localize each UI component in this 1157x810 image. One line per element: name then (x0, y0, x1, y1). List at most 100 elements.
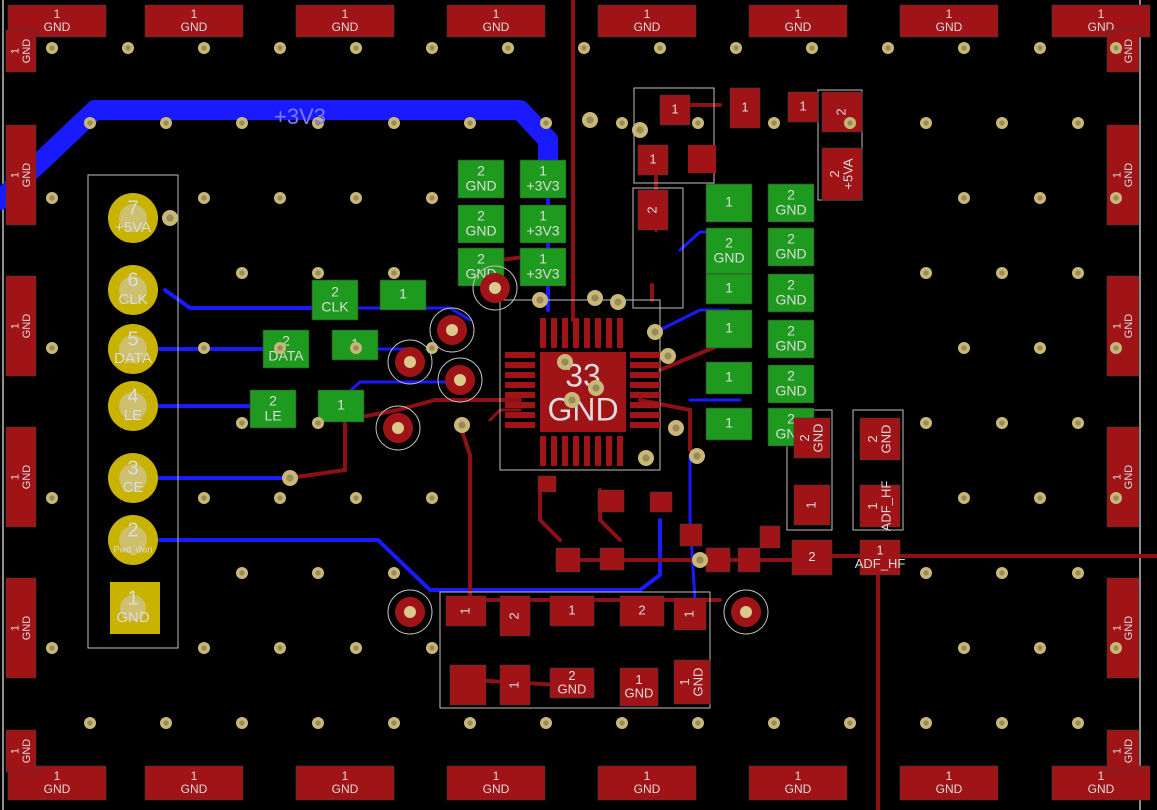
via-hole (1037, 195, 1043, 201)
via-6 (426, 42, 438, 54)
back-pad-11-net: LE (264, 407, 281, 423)
edge-pad-right-4-net: GND (1123, 616, 1135, 641)
edge-pad-bottom-5-net: GND (634, 782, 661, 796)
connector-hole (119, 276, 147, 304)
back-pad-19-pin: 1 (725, 320, 733, 336)
thermal-via-7 (723, 589, 769, 635)
front-pad-7-net: GND (811, 424, 826, 453)
via-52 (236, 417, 248, 429)
front-pad-16: 2 (619, 595, 665, 627)
edge-pad-right-2-pin: 1 (1111, 323, 1123, 329)
passive-pad-3 (649, 491, 673, 513)
thermal-via-3 (387, 339, 433, 385)
via-87 (616, 717, 628, 729)
via-hole (239, 270, 245, 276)
via-55 (920, 417, 932, 429)
thermal-hole (404, 356, 416, 368)
ic-pin-top-1 (540, 318, 546, 348)
thermal-hole (404, 606, 416, 618)
via-100 (588, 380, 604, 396)
via-hole (885, 45, 891, 51)
edge-pad-bottom-7-net: GND (936, 782, 963, 796)
via-hole (277, 45, 283, 51)
via-37 (1110, 192, 1122, 204)
via-44 (46, 342, 58, 354)
back-pad-17-pin: 1 (725, 280, 733, 296)
back-pad-6-pin: 1 (539, 251, 547, 267)
edge-pad-left-3-shape (5, 426, 37, 528)
via-field (46, 42, 1122, 729)
edge-pad-left-2-pin: 1 (9, 323, 21, 329)
front-pad-13: 1 (445, 595, 487, 627)
ic-pin-right-4 (630, 382, 660, 388)
edge-pad-bottom-7-pin: 1 (946, 769, 953, 783)
via-110 (692, 552, 708, 568)
edge-pad-left-1-net: GND (21, 163, 33, 188)
via-93 (1072, 717, 1084, 729)
via-hole (695, 120, 701, 126)
connector-pin-4: 4LE (108, 381, 158, 431)
ic-pin-top-4 (573, 318, 579, 348)
back-pad-19: 1 (705, 309, 753, 349)
connector-pin-net: LE (124, 407, 142, 424)
edge-pad-left-1-pin: 1 (9, 172, 21, 178)
thermal-hole (489, 282, 501, 294)
ic-pin-bottom-1 (540, 436, 546, 466)
via-11 (806, 42, 818, 54)
ic-pin-left-6 (505, 402, 535, 408)
back-pad-17: 1 (705, 273, 753, 305)
via-hole (923, 420, 929, 426)
thermal-clearance (437, 357, 483, 403)
back-pad-14-shape (767, 183, 815, 223)
via-hole (961, 645, 967, 651)
connector-pin-net: CE (123, 479, 144, 496)
back-pad-4: 1+3V3 (519, 204, 567, 244)
back-pad-9-pin: 2 (282, 333, 290, 349)
silk-res-outline (632, 187, 684, 309)
back-track-pwd (148, 518, 662, 592)
front-pad-6: 2+5VA (821, 147, 863, 201)
ic-pin-left-2 (505, 362, 535, 368)
front-track-f (538, 478, 562, 542)
via-hole (771, 120, 777, 126)
via-84 (388, 717, 400, 729)
via-42 (996, 267, 1008, 279)
edge-pad-bottom-5-pin: 1 (644, 769, 651, 783)
edge-pad-left-4-shape (5, 577, 37, 679)
thermal-clearance (387, 589, 433, 635)
front-pad-13-pin: 1 (457, 607, 472, 614)
edge-pad-top-1-pin: 1 (54, 7, 61, 21)
via-4 (274, 42, 286, 54)
edge-pad-left-5-pin: 1 (9, 48, 21, 54)
front-pad-13-shape (445, 595, 487, 627)
back-pad-22-pin: 2 (787, 368, 795, 384)
front-pad-2-pin: 1 (741, 99, 748, 114)
thermal-via-4 (437, 357, 483, 403)
connector-pin-number: 6 (127, 269, 138, 291)
via-hole (1075, 420, 1081, 426)
silk-r2-outline (852, 409, 904, 531)
back-pad-18-pin: 2 (787, 277, 795, 293)
via-hole (1037, 345, 1043, 351)
edge-pad-top-3-net: GND (332, 20, 359, 34)
via-hole (1075, 570, 1081, 576)
thermal-clearance (472, 265, 518, 311)
via-hole (642, 454, 650, 462)
back-pad-4-net: +3V3 (526, 222, 559, 238)
via-hole (163, 120, 169, 126)
